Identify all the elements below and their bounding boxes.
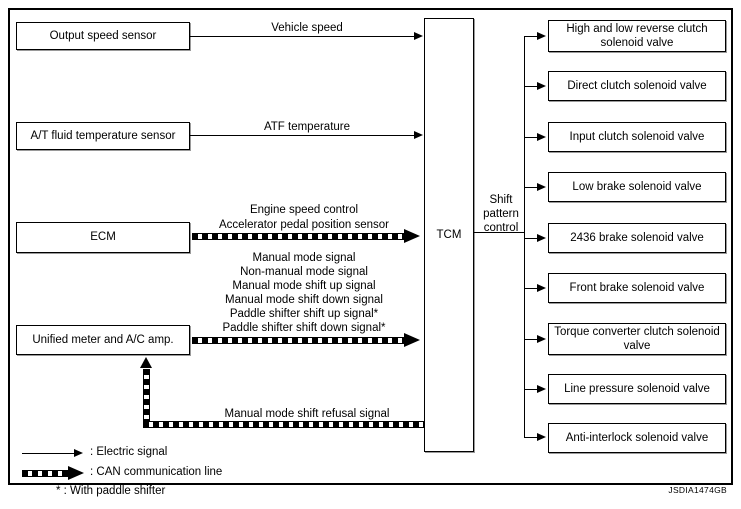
output-box-torque-converter-clutch-solenoid-valve: Torque converter clutch solenoid valve [548, 323, 726, 355]
arrow-vehicle-speed [414, 32, 423, 40]
output-bus-vertical [524, 36, 525, 437]
tcm-label: TCM [436, 229, 462, 241]
bus-line-tcm-to-outputs [474, 232, 524, 233]
can-line-refusal-vertical [143, 369, 150, 422]
branch-line-output-5 [524, 238, 539, 239]
output-box-front-brake-solenoid-valve: Front brake solenoid valve [548, 273, 726, 303]
signal-label-manual-mode-signal: Manual mode signal [252, 252, 356, 264]
signal-label-accelerator-pedal-position-sensor: Accelerator pedal position sensor [218, 219, 390, 231]
output-box-label: Direct clutch solenoid valve [567, 79, 707, 92]
branch-line-output-2 [524, 86, 539, 87]
branch-line-output-3 [524, 137, 539, 138]
signal-label-paddle-shifter-shift-up-signal: Paddle shifter shift up signal* [229, 308, 379, 320]
output-box-label: Front brake solenoid valve [569, 281, 705, 294]
signal-line-atf-temperature [190, 135, 414, 136]
input-box-at-fluid-temperature-sensor: A/T fluid temperature sensor [16, 122, 190, 150]
output-box-label: Input clutch solenoid valve [569, 130, 705, 143]
output-box-label: Line pressure solenoid valve [564, 382, 710, 395]
input-box-label: Unified meter and A/C amp. [32, 333, 174, 346]
signal-label-atf-temperature: ATF temperature [263, 121, 351, 133]
shift-pattern-control-line2: pattern [483, 208, 519, 221]
diagram-frame [8, 8, 733, 485]
legend-paddle-shifter-text: * : With paddle shifter [56, 485, 166, 497]
signal-label-vehicle-speed: Vehicle speed [271, 22, 343, 34]
input-box-label: ECM [90, 231, 116, 244]
arrow-output-9 [537, 433, 546, 441]
output-box-label: High and low reverse clutch solenoid val… [566, 22, 708, 49]
reference-code: JSDIA1474GB [668, 485, 727, 495]
signal-label-manual-mode-shift-refusal-signal: Manual mode shift refusal signal [224, 408, 390, 420]
legend-electric-signal-text: : Electric signal [90, 446, 168, 458]
arrow-output-6 [537, 284, 546, 292]
output-box-low-brake-solenoid-valve: Low brake solenoid valve [548, 172, 726, 202]
input-box-output-speed-sensor: Output speed sensor [16, 22, 190, 50]
output-box-label: Torque converter clutch solenoid valve [554, 325, 720, 352]
arrow-output-4 [537, 183, 546, 191]
branch-line-output-4 [524, 187, 539, 188]
branch-line-output-9 [524, 437, 539, 438]
arrow-output-2 [537, 82, 546, 90]
branch-line-output-7 [524, 339, 539, 340]
output-box-direct-clutch-solenoid-valve: Direct clutch solenoid valve [548, 71, 726, 101]
branch-line-output-6 [524, 288, 539, 289]
can-line-unified-meter [192, 337, 404, 344]
output-box-input-clutch-solenoid-valve: Input clutch solenoid valve [548, 122, 726, 152]
tcm-box: TCM [424, 18, 474, 452]
arrow-unified-meter-can [404, 333, 420, 347]
shift-pattern-control-line1: Shift [489, 194, 513, 206]
output-box-anti-interlock-solenoid-valve: Anti-interlock solenoid valve [548, 423, 726, 453]
branch-line-output-1 [524, 36, 539, 37]
legend-electric-signal-arrow-icon [74, 449, 83, 457]
input-box-ecm: ECM [16, 222, 190, 253]
input-box-unified-meter-ac-amp: Unified meter and A/C amp. [16, 325, 190, 355]
output-box-high-and-low-reverse-clutch-solenoid-valve: High and low reverse clutch solenoid val… [548, 20, 726, 52]
legend-can-line [22, 470, 68, 477]
can-line-refusal-horizontal [143, 421, 424, 428]
signal-label-engine-speed-control: Engine speed control [249, 204, 359, 216]
legend-can-communication-text: : CAN communication line [90, 466, 223, 478]
output-box-label: Low brake solenoid valve [572, 180, 702, 193]
arrow-output-5 [537, 234, 546, 242]
signal-line-vehicle-speed [190, 36, 414, 37]
signal-label-manual-mode-shift-down-signal: Manual mode shift down signal [225, 294, 383, 306]
can-line-ecm [192, 233, 404, 240]
arrow-output-1 [537, 32, 546, 40]
output-box-line-pressure-solenoid-valve: Line pressure solenoid valve [548, 374, 726, 404]
signal-label-manual-mode-shift-up-signal: Manual mode shift up signal [232, 280, 376, 292]
signal-label-non-manual-mode-signal: Non-manual mode signal [240, 266, 368, 278]
legend-can-communication-arrow-icon [68, 466, 84, 480]
arrow-refusal-up [139, 357, 152, 368]
legend-electric-signal-line [22, 453, 79, 454]
output-box-2436-brake-solenoid-valve: 2436 brake solenoid valve [548, 223, 726, 253]
arrow-output-8 [537, 385, 546, 393]
output-box-label: 2436 brake solenoid valve [570, 231, 704, 244]
shift-pattern-control-label: Shift pattern control [479, 193, 523, 235]
branch-line-output-8 [524, 389, 539, 390]
arrow-output-3 [537, 133, 546, 141]
input-box-label: Output speed sensor [49, 29, 157, 42]
input-box-label: A/T fluid temperature sensor [30, 129, 176, 142]
arrow-atf-temperature [414, 131, 423, 139]
output-box-label: Anti-interlock solenoid valve [565, 431, 709, 444]
signal-label-paddle-shifter-shift-down-signal: Paddle shifter shift down signal* [222, 322, 386, 334]
arrow-ecm-can [404, 229, 420, 243]
shift-pattern-control-line3: control [483, 222, 519, 235]
arrow-output-7 [537, 335, 546, 343]
